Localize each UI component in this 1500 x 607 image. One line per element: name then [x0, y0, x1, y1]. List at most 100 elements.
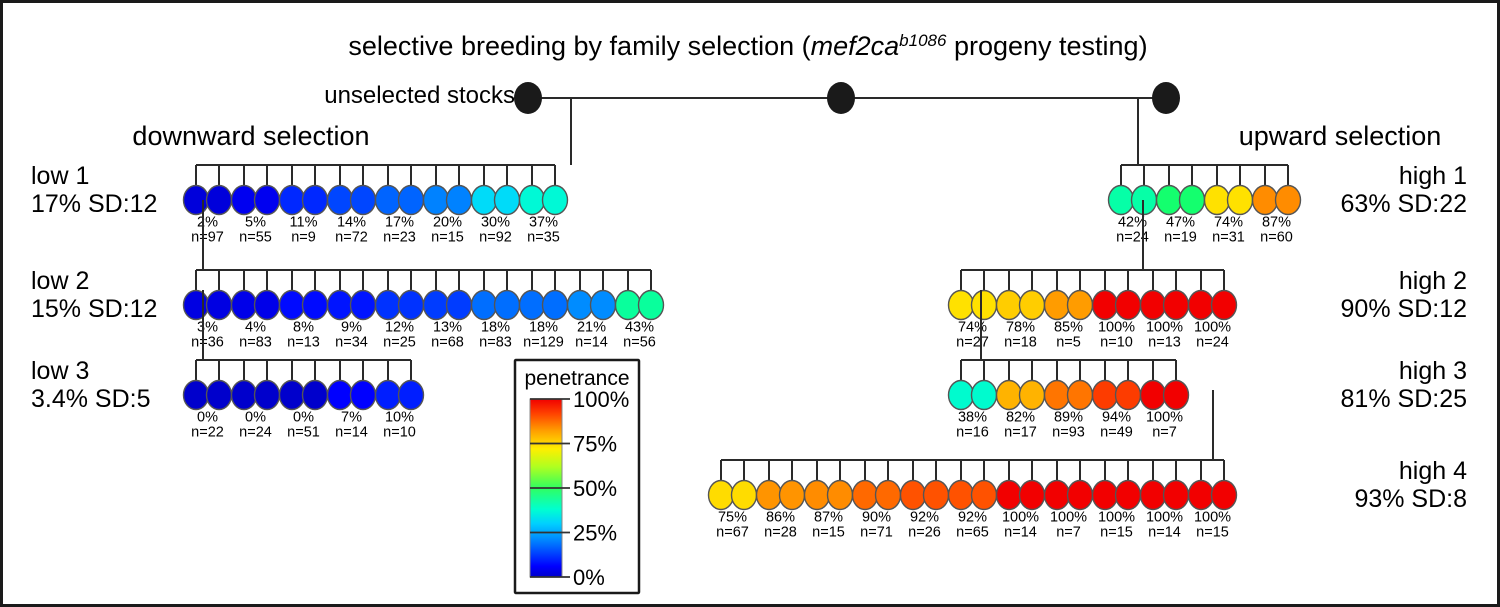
family-node[interactable] — [1066, 289, 1094, 321]
family-node[interactable] — [755, 479, 783, 511]
family-node[interactable] — [1187, 479, 1215, 511]
family-node[interactable] — [470, 184, 498, 216]
family-node[interactable] — [374, 289, 402, 321]
family-node[interactable] — [995, 479, 1023, 511]
family-node[interactable] — [826, 479, 854, 511]
family-node[interactable] — [326, 379, 354, 411]
family-node[interactable] — [730, 479, 758, 511]
family-node[interactable] — [541, 289, 569, 321]
family-node[interactable] — [493, 289, 521, 321]
family-node[interactable] — [518, 289, 546, 321]
family-node[interactable] — [1043, 379, 1071, 411]
family-node[interactable] — [947, 289, 975, 321]
family-node[interactable] — [493, 184, 521, 216]
family-node[interactable] — [326, 184, 354, 216]
family-node[interactable] — [1107, 184, 1135, 216]
family-node[interactable] — [326, 289, 354, 321]
family-node[interactable] — [1251, 184, 1279, 216]
sample-size-value: n=67 — [716, 525, 749, 541]
family-node[interactable] — [589, 289, 617, 321]
family-node[interactable] — [301, 184, 329, 216]
family-node[interactable] — [349, 379, 377, 411]
family-node[interactable] — [1187, 289, 1215, 321]
family-node[interactable] — [182, 289, 210, 321]
family-node[interactable] — [422, 184, 450, 216]
family-node[interactable] — [182, 184, 210, 216]
family-node[interactable] — [1114, 289, 1142, 321]
family-node[interactable] — [1043, 289, 1071, 321]
family-node[interactable] — [518, 184, 546, 216]
family-node[interactable] — [1162, 479, 1190, 511]
family-node[interactable] — [349, 184, 377, 216]
family-node[interactable] — [278, 289, 306, 321]
family-node[interactable] — [1226, 184, 1254, 216]
family-node[interactable] — [230, 379, 258, 411]
family-node[interactable] — [205, 379, 233, 411]
family-node[interactable] — [947, 479, 975, 511]
family-node[interactable] — [803, 479, 831, 511]
family-node[interactable] — [778, 479, 806, 511]
family-node[interactable] — [995, 379, 1023, 411]
family-node[interactable] — [851, 479, 879, 511]
family-node[interactable] — [253, 289, 281, 321]
family-node[interactable] — [253, 379, 281, 411]
family-node[interactable] — [445, 289, 473, 321]
family-node[interactable] — [230, 184, 258, 216]
family-node[interactable] — [1162, 379, 1190, 411]
family-node[interactable] — [1203, 184, 1231, 216]
family-node[interactable] — [947, 379, 975, 411]
family-node[interactable] — [614, 289, 642, 321]
family-node[interactable] — [970, 289, 998, 321]
family-node[interactable] — [278, 184, 306, 216]
family-node[interactable] — [253, 184, 281, 216]
family-node[interactable] — [970, 479, 998, 511]
generation-label-high1: high 1 — [1399, 162, 1467, 190]
family-node[interactable] — [397, 379, 425, 411]
family-node[interactable] — [970, 379, 998, 411]
family-node[interactable] — [1018, 379, 1046, 411]
family-node[interactable] — [1066, 479, 1094, 511]
family-node[interactable] — [637, 289, 665, 321]
family-node[interactable] — [422, 289, 450, 321]
family-node[interactable] — [1155, 184, 1183, 216]
family-node[interactable] — [374, 379, 402, 411]
sample-size-value: n=65 — [956, 525, 989, 541]
family-node[interactable] — [1210, 479, 1238, 511]
family-node[interactable] — [1139, 379, 1167, 411]
family-node[interactable] — [230, 289, 258, 321]
family-node[interactable] — [205, 184, 233, 216]
family-node[interactable] — [541, 184, 569, 216]
family-node[interactable] — [278, 379, 306, 411]
family-node[interactable] — [1091, 479, 1119, 511]
family-node[interactable] — [1274, 184, 1302, 216]
family-node[interactable] — [205, 289, 233, 321]
family-node[interactable] — [1162, 289, 1190, 321]
family-node[interactable] — [922, 479, 950, 511]
family-node[interactable] — [1139, 479, 1167, 511]
family-node[interactable] — [874, 479, 902, 511]
family-node[interactable] — [1043, 479, 1071, 511]
family-node[interactable] — [1018, 289, 1046, 321]
family-node[interactable] — [1066, 379, 1094, 411]
family-node[interactable] — [349, 289, 377, 321]
family-node[interactable] — [445, 184, 473, 216]
family-node[interactable] — [995, 289, 1023, 321]
family-node[interactable] — [1178, 184, 1206, 216]
family-node[interactable] — [707, 479, 735, 511]
family-node[interactable] — [374, 184, 402, 216]
family-node[interactable] — [1210, 289, 1238, 321]
family-node[interactable] — [899, 479, 927, 511]
family-node[interactable] — [397, 184, 425, 216]
family-node[interactable] — [301, 379, 329, 411]
family-node[interactable] — [1091, 379, 1119, 411]
family-node[interactable] — [1091, 289, 1119, 321]
family-node[interactable] — [1018, 479, 1046, 511]
family-node[interactable] — [470, 289, 498, 321]
family-node[interactable] — [182, 379, 210, 411]
family-node[interactable] — [397, 289, 425, 321]
family-node[interactable] — [301, 289, 329, 321]
family-node[interactable] — [566, 289, 594, 321]
family-node[interactable] — [1114, 479, 1142, 511]
family-node[interactable] — [1139, 289, 1167, 321]
family-node[interactable] — [1114, 379, 1142, 411]
